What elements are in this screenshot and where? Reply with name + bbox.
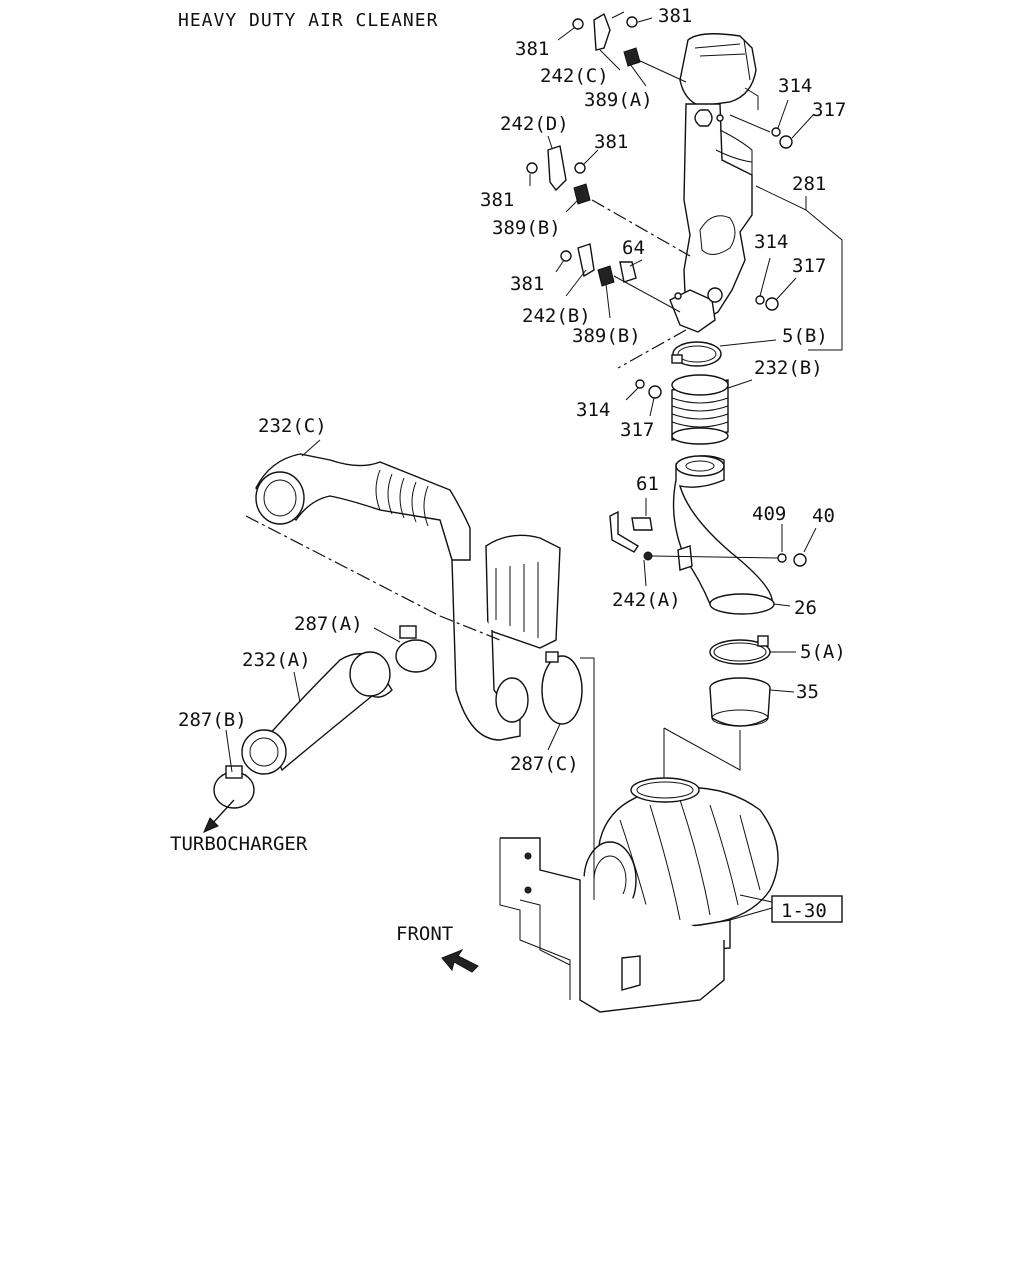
label-242b: 242(B)	[522, 305, 591, 327]
front-label: FRONT	[396, 923, 453, 945]
label-61: 61	[636, 473, 659, 495]
label-5b: 5(B)	[782, 325, 828, 347]
label-389b: 389(B)	[572, 325, 641, 347]
hose-end	[495, 677, 529, 723]
label-242d: 242(D)	[500, 113, 569, 135]
bracket-242a-icon	[609, 510, 639, 553]
front-arrow-icon	[441, 948, 479, 973]
label-409: 409	[752, 503, 786, 525]
turbocharger-label: TURBOCHARGER	[170, 833, 308, 855]
elbow-fasteners	[609, 510, 807, 567]
clamp-5b	[671, 341, 722, 367]
label-64: 64	[622, 237, 645, 259]
label-381: 381	[480, 189, 514, 211]
label-381: 381	[594, 131, 628, 153]
label-232b: 232(B)	[754, 357, 823, 379]
pre-cleaner-box	[485, 534, 561, 649]
bracket-242d-icon	[547, 145, 567, 192]
label-314: 314	[576, 399, 610, 421]
label-381: 381	[515, 38, 549, 60]
nut-381-icon	[572, 18, 584, 30]
label-40: 40	[812, 505, 835, 527]
label-287b: 287(B)	[178, 709, 247, 731]
label-281: 281	[792, 173, 826, 195]
label-317: 317	[812, 99, 846, 121]
clamp-287c	[541, 655, 583, 725]
elbow-26	[672, 455, 775, 615]
nut-40-icon	[793, 553, 807, 567]
air-cleaner-body	[499, 777, 779, 1013]
label-314: 314	[754, 231, 788, 253]
label-314: 314	[778, 75, 812, 97]
label-5a: 5(A)	[800, 641, 846, 663]
hose-232b	[671, 374, 729, 445]
label-35: 35	[796, 681, 819, 703]
bolt-64-icon	[619, 261, 637, 283]
label-287c: 287(C)	[510, 753, 579, 775]
hose-232c	[255, 453, 471, 561]
seal-35	[709, 677, 771, 727]
alignment-line	[245, 515, 441, 617]
connection-line	[663, 727, 741, 780]
nut-381-icon	[626, 16, 638, 28]
washer-314-icon	[771, 127, 781, 137]
label-381: 381	[510, 273, 544, 295]
ref-label[interactable]: 1-30	[781, 900, 827, 922]
washer-314-icon	[635, 379, 645, 389]
upper-fasteners	[526, 11, 793, 313]
label-389a: 389(A)	[584, 89, 653, 111]
bracket-242c-icon	[593, 12, 611, 51]
arrow-head-icon	[203, 817, 219, 833]
bracket-242b-icon	[577, 243, 595, 278]
alignment-line	[617, 329, 687, 369]
label-26: 26	[794, 597, 817, 619]
nut-317-icon	[648, 385, 662, 399]
label-232c: 232(C)	[258, 415, 327, 437]
label-317: 317	[620, 419, 654, 441]
ref-leader	[729, 907, 773, 921]
clamp-287a	[395, 625, 437, 673]
rubber-mount-389a-icon	[623, 47, 641, 67]
leader-lines	[225, 17, 843, 773]
label-287a: 287(A)	[294, 613, 363, 635]
ref-box[interactable]	[771, 895, 843, 923]
label-242c: 242(C)	[540, 65, 609, 87]
diagram-title: HEAVY DUTY AIR CLEANER	[178, 10, 438, 31]
label-381: 381	[658, 5, 692, 27]
washer-409-icon	[777, 553, 787, 563]
label-232a: 232(A)	[242, 649, 311, 671]
upper-intake-duct	[669, 33, 759, 333]
clamp-5a	[709, 635, 771, 665]
label-242a: 242(A)	[612, 589, 681, 611]
label-317: 317	[792, 255, 826, 277]
nut-317-icon	[779, 135, 793, 149]
clamp-287b	[213, 765, 255, 809]
hose-232a	[241, 651, 393, 775]
label-389b: 389(B)	[492, 217, 561, 239]
bolt-61-icon	[631, 517, 653, 531]
